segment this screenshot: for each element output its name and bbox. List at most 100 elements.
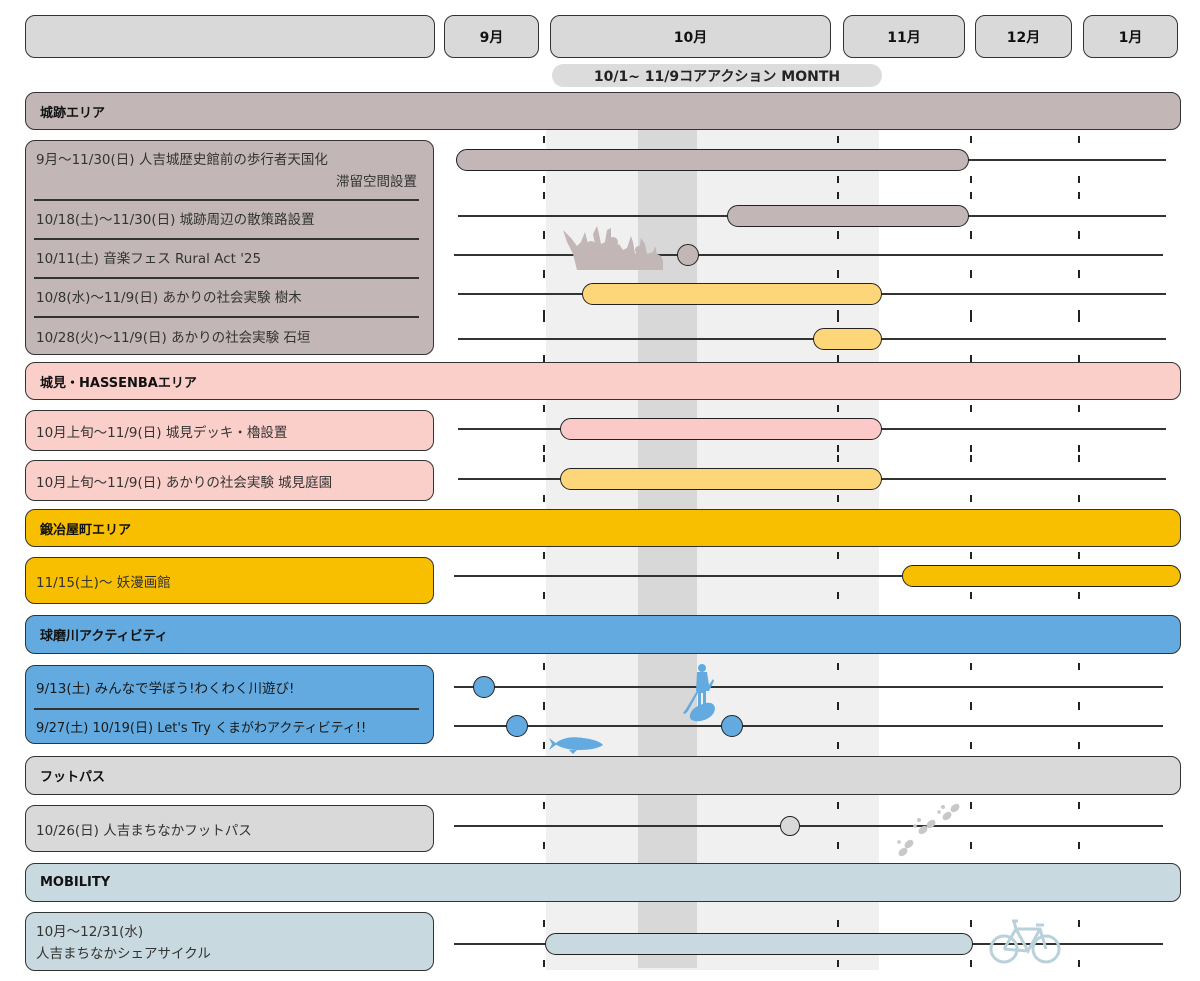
- month-tick: [837, 552, 839, 559]
- month-tick: [543, 176, 545, 183]
- month-tick: [970, 192, 972, 199]
- event-period-bar: [560, 418, 882, 440]
- area-header-mobility: MOBILITY: [25, 863, 1181, 902]
- month-tick: [837, 176, 839, 183]
- event-date-marker: [780, 816, 800, 836]
- month-tick: [543, 742, 545, 749]
- event-label: 人吉まちなかシェアサイクル: [36, 946, 211, 962]
- month-tick: [837, 960, 839, 967]
- month-tick: [837, 663, 839, 670]
- header-label-cell: [25, 15, 435, 58]
- event-hassenba-deck: 10月上旬〜11/9(日) 城見デッキ・櫓設置: [25, 410, 434, 451]
- timeline-row-line: [454, 254, 1163, 256]
- month-tick: [837, 231, 839, 238]
- month-tick: [837, 355, 839, 362]
- event-date-marker: [473, 676, 495, 698]
- divider: [34, 316, 419, 318]
- month-tick: [543, 445, 545, 452]
- month-tick: [543, 842, 545, 849]
- event-label: 10/26(日) 人吉まちなかフットパス: [36, 822, 252, 839]
- event-period-bar: [456, 149, 969, 171]
- divider: [34, 708, 419, 710]
- timeline-row-line: [454, 725, 1163, 727]
- month-tick: [970, 315, 972, 322]
- event-period-bar: [545, 933, 973, 955]
- month-tick: [1078, 842, 1080, 849]
- month-tick: [543, 310, 545, 317]
- month-tick: [1078, 315, 1080, 322]
- month-tick: [970, 445, 972, 452]
- month-tick: [837, 742, 839, 749]
- month-tick: [1078, 445, 1080, 452]
- month-tick: [970, 405, 972, 412]
- month-tick: [970, 310, 972, 317]
- month-tick: [1078, 592, 1080, 599]
- month-tick: [543, 802, 545, 809]
- month-tick: [970, 136, 972, 143]
- event-label: 10月〜12/31(水): [36, 924, 144, 940]
- month-tick: [837, 310, 839, 317]
- month-tick: [543, 495, 545, 502]
- month-tick: [1078, 802, 1080, 809]
- month-tick: [970, 742, 972, 749]
- event-label: 9月〜11/30(日) 人吉城歴史館前の歩行者天国化: [36, 152, 328, 168]
- month-tick: [543, 592, 545, 599]
- month-tick: [543, 192, 545, 199]
- timeline-row-line: [454, 575, 1180, 577]
- month-tick: [1078, 270, 1080, 277]
- month-tick: [1078, 702, 1080, 709]
- area-header-hassenba: 城見・HASSENBAエリア: [25, 362, 1181, 400]
- event-period-bar: [582, 283, 882, 305]
- area-header-castle: 城跡エリア: [25, 92, 1181, 130]
- event-mobility: 10月〜12/31(水) 人吉まちなかシェアサイクル: [25, 912, 434, 971]
- event-group-castle: 9月〜11/30(日) 人吉城歴史館前の歩行者天国化 滞留空間設置 10/18(…: [25, 140, 434, 355]
- month-tick: [837, 592, 839, 599]
- event-label: 10/18(土)〜11/30(日) 城跡周辺の散策路設置: [36, 212, 315, 228]
- month-tick: [1078, 310, 1080, 317]
- month-tick: [837, 802, 839, 809]
- area-header-kajiya: 鍛冶屋町エリア: [25, 509, 1181, 547]
- month-nov: 11月: [843, 15, 965, 58]
- fish-icon: [549, 737, 603, 754]
- month-tick: [837, 702, 839, 709]
- event-period-bar: [902, 565, 1181, 587]
- timeline-row-line: [458, 338, 1166, 340]
- month-tick: [1078, 742, 1080, 749]
- month-tick: [970, 702, 972, 709]
- event-date-marker: [506, 715, 528, 737]
- month-tick: [837, 842, 839, 849]
- event-label: 10/28(火)〜11/9(日) あかりの社会実験 石垣: [36, 330, 311, 346]
- month-dec: 12月: [975, 15, 1072, 58]
- divider: [34, 277, 419, 279]
- month-tick: [543, 405, 545, 412]
- event-label: 10/8(水)〜11/9(日) あかりの社会実験 樹木: [36, 290, 302, 306]
- event-label: 9/13(土) みんなで学ぼう!わくわく川遊び!: [36, 681, 295, 697]
- month-tick: [1078, 405, 1080, 412]
- event-label: 10月上旬〜11/9(日) 城見デッキ・櫓設置: [36, 424, 288, 441]
- divider: [34, 199, 419, 201]
- month-tick: [970, 495, 972, 502]
- paddleboard-icon: [683, 664, 715, 722]
- month-tick: [970, 231, 972, 238]
- month-tick: [970, 355, 972, 362]
- event-period-bar: [727, 205, 969, 227]
- event-label: 滞留空間設置: [336, 174, 417, 190]
- event-group-kumagawa: 9/13(土) みんなで学ぼう!わくわく川遊び! 9/27(土) 10/19(日…: [25, 665, 434, 744]
- month-tick: [837, 495, 839, 502]
- month-tick: [543, 355, 545, 362]
- event-period-bar: [560, 468, 882, 490]
- month-tick: [970, 552, 972, 559]
- month-tick: [543, 663, 545, 670]
- month-tick: [543, 136, 545, 143]
- month-tick: [543, 920, 545, 927]
- month-tick: [543, 552, 545, 559]
- bicycle-icon: [989, 919, 1061, 964]
- month-tick: [543, 315, 545, 322]
- event-label: 11/15(土)〜 妖漫画館: [36, 574, 171, 591]
- month-tick: [837, 136, 839, 143]
- month-tick: [543, 270, 545, 277]
- month-tick: [1078, 552, 1080, 559]
- month-tick: [1078, 136, 1080, 143]
- event-footpath: 10/26(日) 人吉まちなかフットパス: [25, 805, 434, 852]
- month-tick: [837, 920, 839, 927]
